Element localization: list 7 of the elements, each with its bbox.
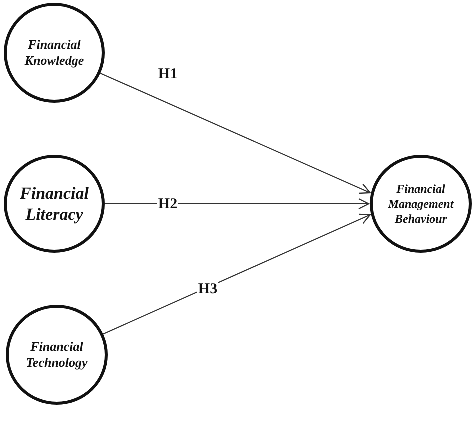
construct-label: Financial Knowledge [24,36,86,70]
arrow [100,72,371,194]
construct-label: Financial Management Behaviour [387,182,455,226]
construct-label: Financial Literacy [19,182,90,226]
construct-label: Financial Technology [25,338,89,372]
arrow [105,198,370,210]
arrow [103,214,371,335]
